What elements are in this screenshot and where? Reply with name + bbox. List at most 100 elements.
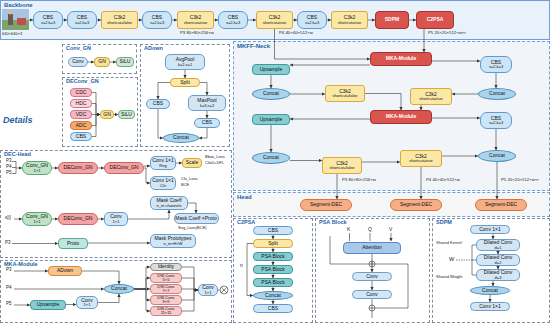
layer-box: Conv 1×1 <box>470 302 510 311</box>
block-label: shortcut=true <box>419 97 442 101</box>
layer-box: CDC <box>70 88 92 97</box>
block-label: Split <box>180 80 190 85</box>
block-label: CBS <box>268 228 278 233</box>
block-label: Segment-DEC <box>485 202 517 207</box>
module-block: MKA-Module <box>370 52 432 66</box>
cbs-block: CBS <box>253 304 293 313</box>
cbs-block: CBS <box>253 226 293 235</box>
layer-box: AvgPoolk=2,s=1 <box>165 54 205 70</box>
layer-box: Proto <box>58 238 88 249</box>
detail-panel: ADownAvgPoolk=2,s=1SplitCBSMaxPoolk=3,s=… <box>140 44 230 147</box>
connector <box>98 294 119 303</box>
layer-box: DW-Conv7×7 <box>150 284 182 294</box>
block-label: s=2,k=3 <box>226 21 240 25</box>
annotation-label: Q <box>368 227 372 232</box>
layer-box: DEConv_GN <box>58 162 98 174</box>
annotation-label: BCE <box>181 183 189 187</box>
connector <box>293 20 297 21</box>
layer-box: Mask Prototypesn_m×H×W <box>150 234 196 248</box>
connector <box>409 20 416 21</box>
block-label: Upsample <box>260 117 283 122</box>
neck-panel: MKFF-NeckUpsampleMKA-ModuleCBSs=2,k=3Con… <box>233 41 550 191</box>
layer-box: Scale <box>182 158 202 168</box>
block-label: Cls <box>160 184 166 188</box>
c3k2-block: C3k2shortcut=true <box>177 11 214 29</box>
block-label: s=2,k=3 <box>305 21 319 25</box>
c3k2-block: C3k2shortcut=true <box>400 150 442 167</box>
cbs-block: CBSs=2,k=3 <box>142 11 172 29</box>
block-label: Conv <box>366 274 378 279</box>
block-label: CBS <box>76 134 86 139</box>
c3k2-block: C3k2shortcut=false <box>101 11 138 29</box>
block-label: Conv 1×1 <box>479 227 501 232</box>
annotation-label: CIoU+DFL <box>205 161 224 165</box>
cbs-block: CBSs=2,k=3 <box>297 11 327 29</box>
connector <box>273 287 274 291</box>
block-label: PSA Block <box>261 267 284 272</box>
connector <box>271 125 272 152</box>
concat-node: Concat <box>470 286 510 295</box>
block-label: shortcut=true <box>409 159 432 163</box>
block-label: C2PSA <box>427 17 444 22</box>
layer-box: ADC <box>70 121 92 130</box>
block-label: VDC <box>76 112 87 117</box>
connector <box>207 111 208 118</box>
block-label: Split <box>268 241 278 246</box>
block-label: 1×1 <box>34 220 41 224</box>
block-label: Concat <box>482 288 498 293</box>
connector <box>134 289 150 300</box>
annotation-label: K <box>347 227 350 232</box>
annotation-label: Shared Kernel <box>436 241 462 245</box>
layer-box: GN <box>100 110 114 119</box>
block-label: Concat <box>265 293 281 298</box>
block-label: Concat <box>173 135 189 140</box>
leader-lines <box>12 162 476 319</box>
layer-box: Conv1×1 <box>198 284 218 296</box>
panel-heading: DEC-Head <box>4 152 31 158</box>
connector <box>182 290 198 311</box>
connector <box>362 162 400 163</box>
connector <box>52 219 58 220</box>
layer-box: Attention <box>343 242 401 254</box>
block-label: shortcut=true <box>263 21 286 25</box>
detail-panel: Conv_GNConvGNSiLU <box>62 44 137 74</box>
block-label: HDC <box>76 101 87 106</box>
layer-box: HDC <box>70 99 92 108</box>
layer-box: Dilated Convd=3 <box>476 269 520 281</box>
connector <box>66 304 76 305</box>
detail-panel: MKA-ModuleADownUpsampleConv1×1ConcatIden… <box>0 260 232 323</box>
connector <box>496 129 497 150</box>
connector <box>110 62 116 63</box>
connector <box>158 109 163 138</box>
connector <box>98 168 104 169</box>
connector <box>290 160 322 161</box>
cbs-block: CBSs=2,k=3 <box>33 11 63 29</box>
c3k2-block: C3k2shortcut=false <box>325 85 365 102</box>
layer-box: Conv 1×1Cls <box>150 176 176 190</box>
layer-box: Conv_GN1×1 <box>22 161 52 175</box>
block-label: DEConv_GN <box>64 165 93 170</box>
annotation-label: P4 <box>6 165 12 170</box>
panel-heading: C2PSA <box>237 220 255 226</box>
connector <box>372 254 373 272</box>
connector <box>134 267 150 289</box>
concat-node: Concat <box>478 88 516 100</box>
block-label: Scale <box>186 160 199 165</box>
layer-box: Conv <box>68 57 88 67</box>
block-label: Concat <box>263 155 279 160</box>
annotation-label: P3 <box>5 241 11 246</box>
block-label: PSA Block <box>261 280 284 285</box>
section-title: Details <box>3 116 33 125</box>
layer-box: Conv 1×1Reg <box>150 156 176 170</box>
panel-heading: ADown <box>144 46 163 52</box>
block-label: MKA-Module <box>386 56 417 61</box>
block-label: shortcut=true <box>184 21 207 25</box>
connector <box>128 210 169 219</box>
connector <box>498 266 499 269</box>
connector <box>442 156 478 157</box>
connector <box>92 104 100 115</box>
block-label: d=1 <box>495 246 502 250</box>
annotation-label: Bbox_Loss <box>205 155 225 159</box>
connector <box>92 115 100 137</box>
